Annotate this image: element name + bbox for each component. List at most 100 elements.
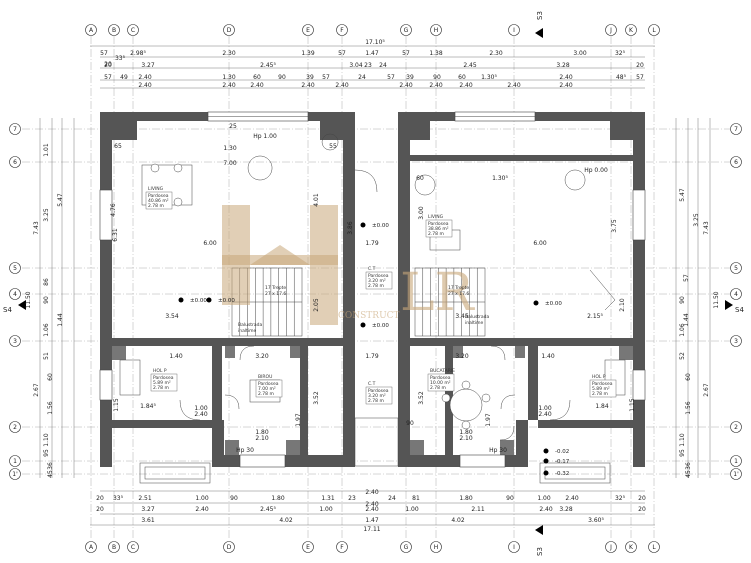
dim-value: 7.00 <box>223 160 237 167</box>
axis-bubble: L <box>648 541 660 553</box>
dim-value: 36 <box>685 462 692 470</box>
dim-value: 3.27 <box>141 506 155 513</box>
door-swing-icon <box>239 345 255 361</box>
dim-value: 3.20 <box>455 353 469 360</box>
dim-value: 57 <box>683 274 690 282</box>
dim-value: 4.02 <box>451 517 465 524</box>
axis-bubble: C <box>127 541 139 553</box>
dim-value: 2.45⁵ <box>260 62 276 69</box>
dim-value: 1.31 <box>321 495 335 502</box>
axis-label: 2 <box>734 424 738 431</box>
axis-bubble: I <box>508 24 520 36</box>
axis-label: K <box>629 27 634 34</box>
dim-value: 2.30 <box>222 50 236 57</box>
wall-interior <box>100 338 225 346</box>
axis-label: G <box>404 27 409 34</box>
dim-value: 2.51 <box>138 495 152 502</box>
dim-value: 25 <box>229 123 237 130</box>
axis-label: H <box>434 544 439 551</box>
axis-bubble: G <box>400 24 412 36</box>
dim-value: 52 <box>679 352 686 360</box>
axis-bubble: 6 <box>730 156 742 168</box>
stair-labels: 17 Trepte 27 x 17.6 17 Trepte 27 x 17.6 … <box>238 285 490 334</box>
level-value: ±0.00 <box>190 298 207 304</box>
dim-value: 90 <box>679 296 686 304</box>
wall-east <box>633 112 645 467</box>
column <box>515 346 525 358</box>
dim-value: 3.28 <box>556 62 570 69</box>
dim-value: 90 <box>506 495 514 502</box>
axis-bubble: 3 <box>730 335 742 347</box>
axis-label: A <box>89 27 94 34</box>
axis-bubble: 1' <box>730 468 742 480</box>
dim-value: 4.76 <box>110 203 117 217</box>
dim-value: 7.43 <box>703 221 710 235</box>
axis-bubble: F <box>336 541 348 553</box>
room-f: Pardosea <box>148 193 169 199</box>
dim-value: 3.27 <box>141 62 155 69</box>
room-s: 3.20 m² <box>368 393 386 399</box>
stair-note: Balustrada <box>465 314 490 320</box>
section-arrow-icon <box>18 300 26 310</box>
chair-icon <box>461 420 471 430</box>
column <box>112 346 126 360</box>
stair-spec-label: 27 x 17.6 <box>448 291 469 297</box>
axis-label: 6 <box>734 159 738 166</box>
room-s: 40.86 m² <box>148 198 169 204</box>
dim-value: 1.30 <box>223 145 237 152</box>
dim-value: 2.45 <box>463 62 477 69</box>
dim-value: 2.40 <box>539 506 553 513</box>
wall-interior <box>225 338 343 346</box>
dining-table-round-icon <box>449 388 483 422</box>
column <box>286 440 300 455</box>
dim-value: 48⁵ <box>616 74 627 81</box>
dim-value: 2.40 <box>194 411 208 418</box>
axis-bubble: E <box>302 24 314 36</box>
axis-bubble: 2 <box>730 421 742 433</box>
section-mark-s3-top: S3 <box>535 11 544 38</box>
room-h: 2.78 m <box>148 203 164 209</box>
dim-value: 2.10 <box>255 435 269 442</box>
column <box>500 440 514 455</box>
room-name: HOL P <box>153 368 167 374</box>
axis-label: L <box>652 27 656 34</box>
dim-value: 3.00 <box>573 50 587 57</box>
room-name: BIROU <box>258 374 272 380</box>
plant-icon <box>414 174 436 196</box>
level-value: ±0.00 <box>545 301 562 307</box>
axis-label: D <box>227 544 232 551</box>
section-arrow-icon <box>535 525 543 535</box>
axis-label: 2 <box>13 424 17 431</box>
dim-value: Hp 30 <box>489 447 507 454</box>
axis-bubble: D <box>223 24 235 36</box>
watermark-subtitle: CONSTRUCT <box>338 311 400 321</box>
axis-label: B <box>112 27 116 34</box>
dim-value: 1.39 <box>301 50 315 57</box>
dim-value: 2.40 <box>538 411 552 418</box>
dim-value: 2.30 <box>489 50 503 57</box>
dim-value: 6.00 <box>533 240 547 247</box>
stair-right <box>414 267 486 337</box>
dim-value: 5.47 <box>679 188 686 202</box>
axis-label: 4 <box>734 291 738 298</box>
axis-bubble: C <box>127 24 139 36</box>
dim-value: 3.45 <box>455 313 469 320</box>
level-markers: ±0.00±0.00±0.00±0.00±0.00-0.02-0.17-0.32 <box>178 222 570 477</box>
wall-party-left <box>343 112 355 467</box>
axis-bubble: B <box>108 541 120 553</box>
chair-icon <box>150 163 160 173</box>
axis-bubble: 7 <box>730 123 742 135</box>
dim-value: 90 <box>406 420 414 427</box>
wall-interior <box>528 346 538 420</box>
level-marker: ±0.00 <box>360 222 389 229</box>
stair-line-icon <box>589 269 616 311</box>
axis-label: 1 <box>734 458 738 465</box>
section-label: S4 <box>735 306 744 314</box>
dim-total-bottom: 17.11 <box>363 526 380 533</box>
cabinet-icon <box>119 359 141 396</box>
dim-value: 2.40 <box>559 82 573 89</box>
